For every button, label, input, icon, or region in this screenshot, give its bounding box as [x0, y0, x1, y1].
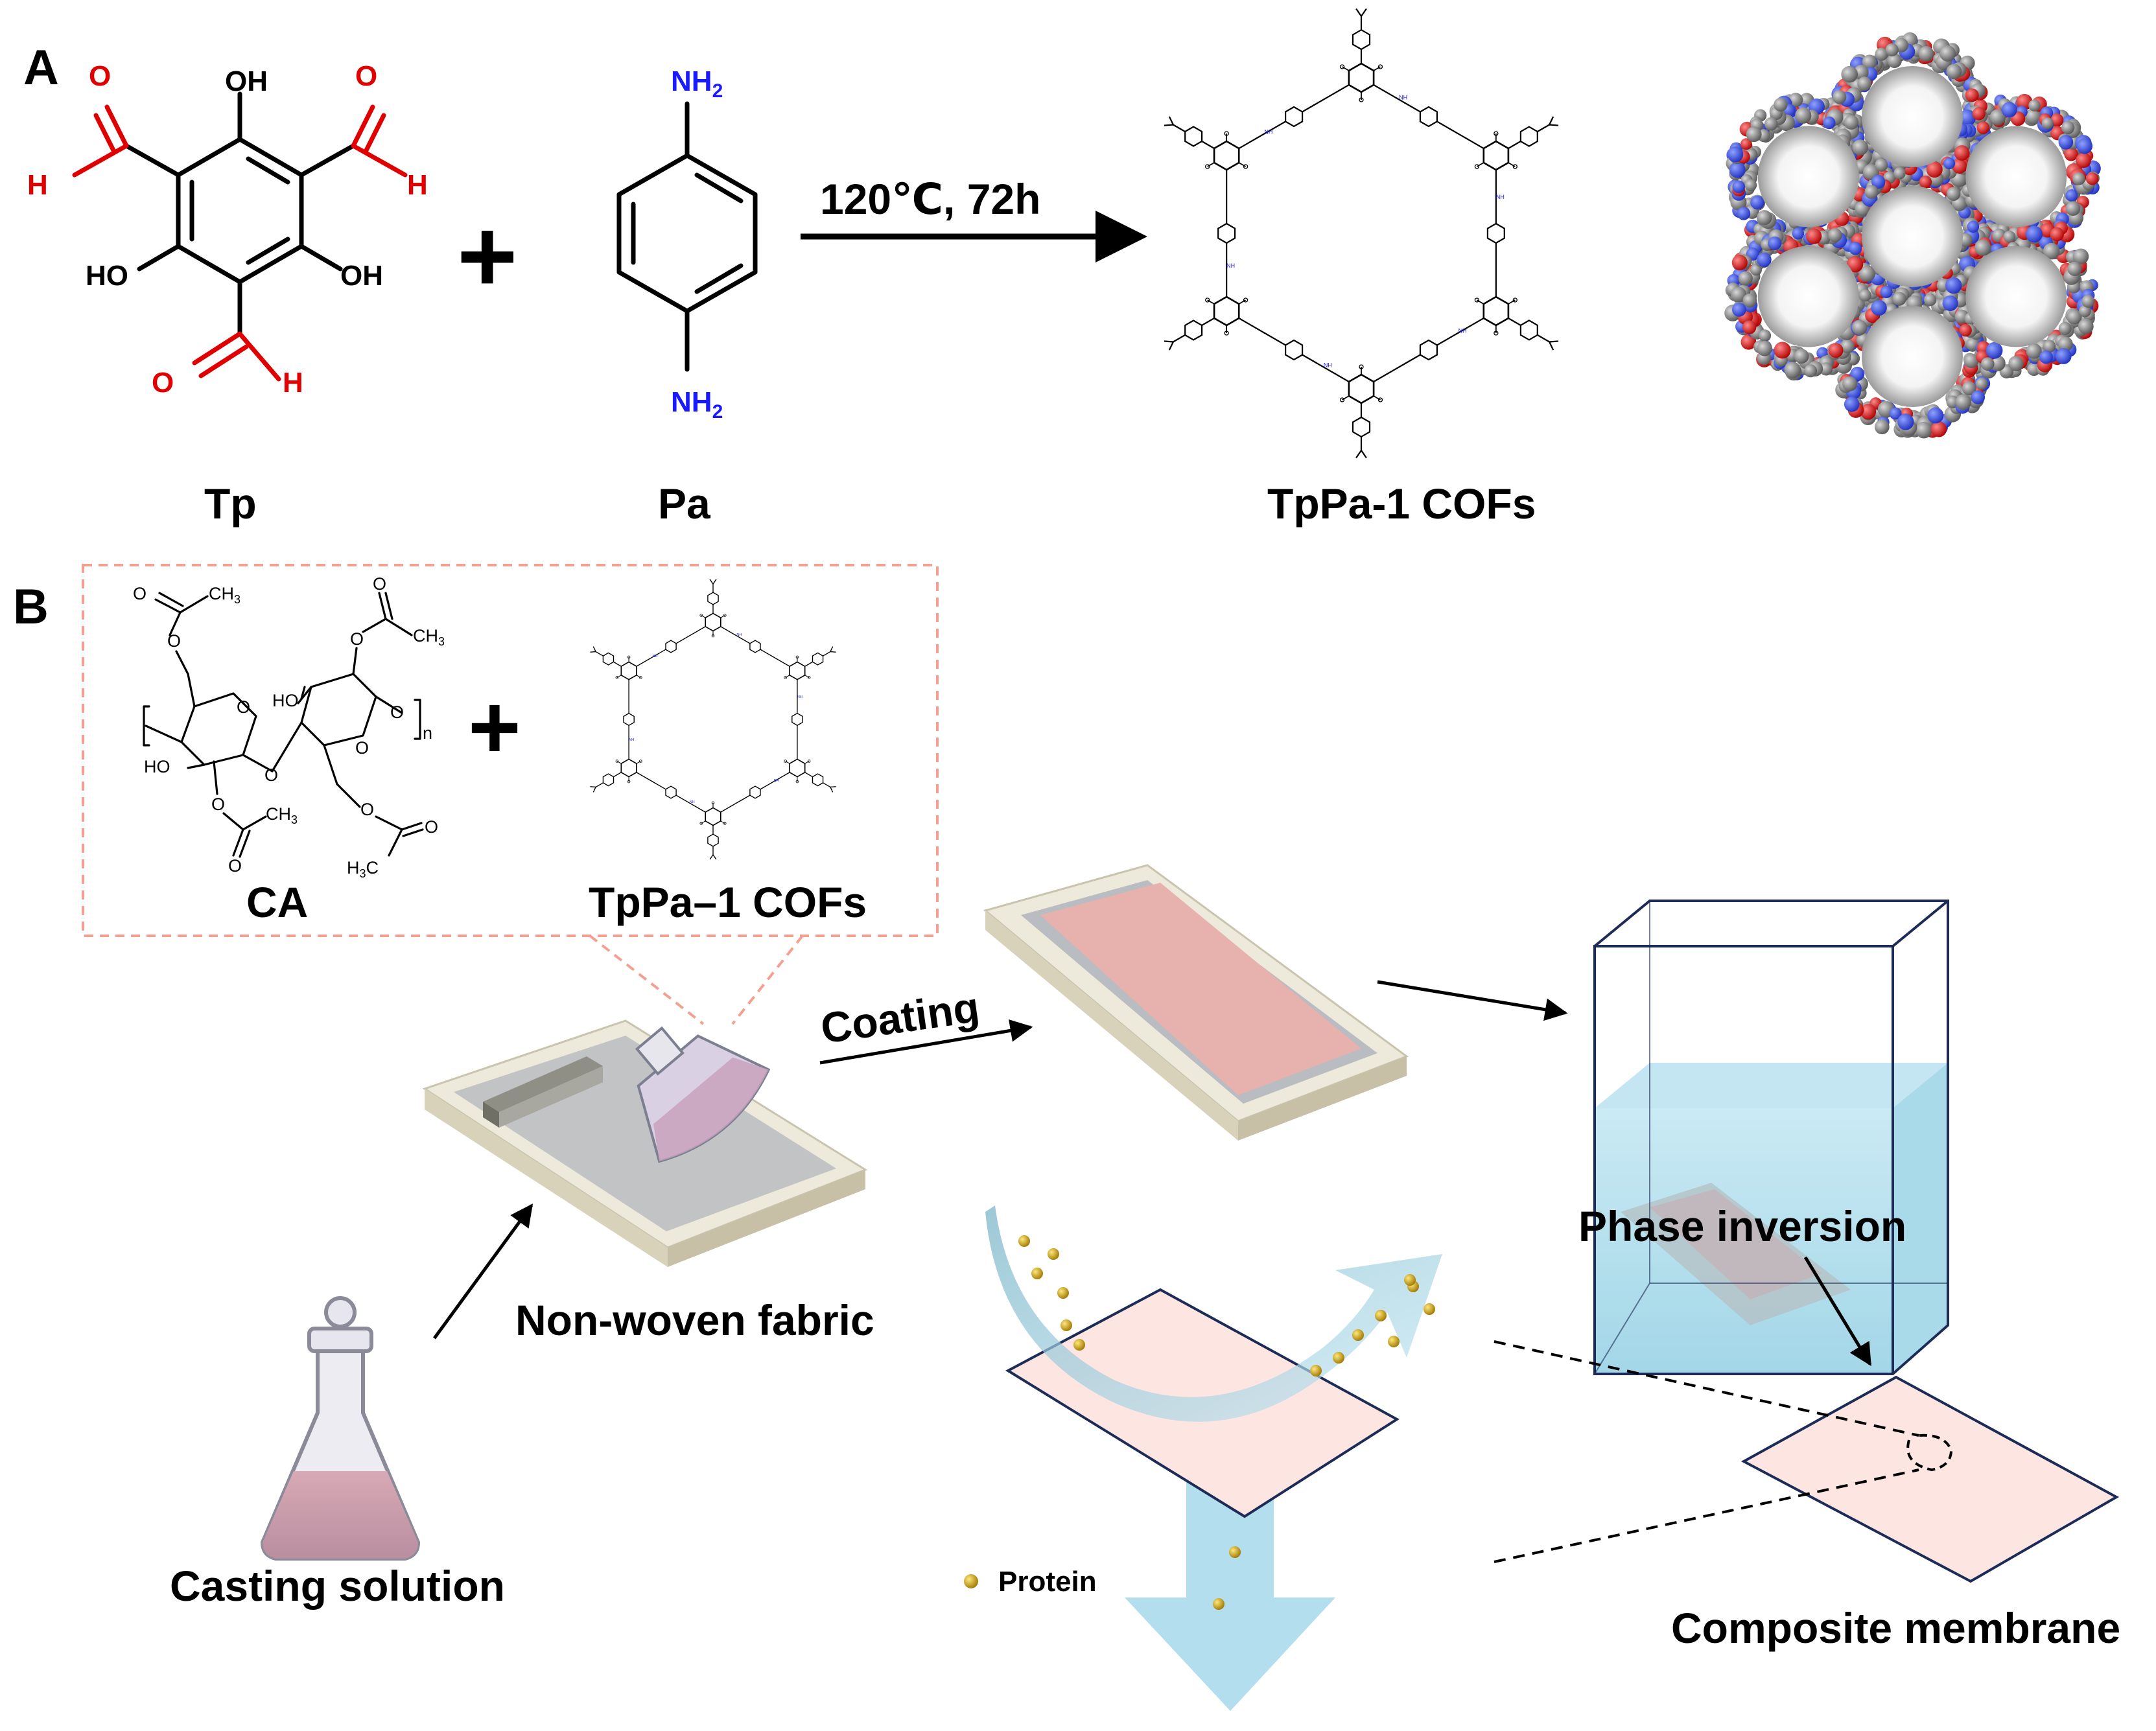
cof-3d-model	[1724, 32, 2101, 439]
cof-nh-label: NH	[629, 738, 634, 742]
ca-o-acetate4: O	[360, 800, 374, 819]
tppa-cof-structure: NH NH NH NH NH NH	[1164, 8, 1559, 459]
tppa-cof-label: TpPa-1 COFs	[1267, 480, 1536, 528]
ca-h3c: H3C	[347, 858, 379, 880]
arrow-coating	[819, 1019, 1033, 1065]
ca-ring-o-left: O	[237, 697, 250, 717]
tp-o-bottom: O	[152, 367, 174, 399]
casting-solution-flask	[260, 1296, 421, 1561]
inset-connector-right	[731, 935, 804, 1025]
ca-o-acetate3: O	[350, 629, 364, 649]
ca-o-acetate2: O	[211, 795, 225, 814]
reaction-condition: 120℃, 72h	[820, 175, 1040, 223]
ca-ho-right: HO	[272, 691, 299, 710]
tp-oh-top: OH	[225, 65, 268, 97]
ca-o-carbonyl2: O	[228, 856, 242, 876]
ca-ch3-1: CH3	[209, 584, 240, 606]
cof-nh-label: NH	[1324, 362, 1332, 368]
tp-h-right: H	[407, 169, 428, 201]
cof-nh-label: NH	[1496, 194, 1505, 200]
ca-o-carbonyl3: O	[373, 574, 386, 594]
pa-label: Pa	[658, 480, 711, 528]
tp-oh-right: OH	[340, 260, 383, 292]
tp-molecule: OH HO OH O H O H O H	[27, 60, 428, 399]
cof-nh-label: NH	[1399, 95, 1407, 101]
ca-o-carbonyl4: O	[425, 817, 438, 837]
ca-label: CA	[246, 878, 308, 926]
plus-b: +	[468, 676, 521, 778]
ca-structure: O O n O O O O CH3 HO O O CH3 HO	[133, 574, 445, 880]
arrow-casting-to-fabric	[432, 1203, 533, 1340]
arrow-to-phase-inversion	[1377, 980, 1568, 1021]
reaction-arrow	[801, 211, 1147, 262]
protein-legend-label: Protein	[998, 1566, 1097, 1597]
pa-nh2-bottom: NH2	[671, 386, 723, 423]
phase-inversion-label: Phase inversion	[1578, 1202, 1906, 1250]
coated-plate	[983, 864, 1409, 1141]
pa-molecule: NH2 NH2	[616, 65, 758, 423]
pa-nh2-top: NH2	[671, 65, 723, 102]
coating-label: Coating	[818, 982, 983, 1052]
cof-nh-label: NH	[652, 655, 657, 658]
tp-o-right: O	[355, 60, 377, 92]
ca-ch3-3: CH3	[413, 626, 445, 648]
tp-label: Tp	[204, 480, 257, 528]
panel-a-label: A	[23, 40, 59, 95]
tp-o-left: O	[89, 60, 111, 92]
plus-a: +	[457, 198, 517, 314]
inset-dashed-box	[82, 564, 939, 937]
panel-b-label: B	[13, 579, 49, 634]
ca-ch3-2: CH3	[266, 804, 298, 826]
ca-ring-o-right: O	[355, 738, 369, 758]
ca-ho-left: HO	[144, 757, 170, 776]
phase-inversion-tank	[1593, 900, 1949, 1375]
arrow-to-composite	[1803, 1256, 1872, 1366]
inset-connector-left	[589, 935, 705, 1025]
cof-nh-label: NH	[797, 695, 803, 699]
cof-nh-label: NH	[1226, 262, 1235, 269]
tppa-cof-label-b: TpPa–1 COFs	[589, 878, 867, 926]
ca-o-carbonyl1: O	[133, 584, 146, 603]
tp-ho-left: HO	[86, 260, 128, 292]
ca-o-link: O	[264, 765, 278, 785]
ca-n-subscript: n	[423, 723, 432, 743]
protein-legend-dot	[964, 1574, 978, 1588]
cof-nh-label: NH	[736, 633, 742, 637]
cof-nh-label: NH	[774, 779, 779, 783]
tppa-cof-structure-small: NH NH NH NH NH NH	[590, 579, 836, 860]
ca-o-chain: O	[390, 703, 404, 722]
ca-o-acetate1: O	[167, 631, 181, 651]
composite-label: Composite membrane	[1671, 1604, 2120, 1652]
composite-membrane	[1494, 1340, 2120, 1583]
tp-h-left: H	[27, 169, 48, 201]
cof-nh-label: NH	[1459, 328, 1467, 334]
cof-nh-label: NH	[1264, 128, 1272, 135]
tp-h-bottom: H	[283, 367, 303, 399]
fabric-label: Non-woven fabric	[515, 1296, 874, 1344]
cof-nh-label: NH	[690, 800, 695, 804]
filtration-diagram: Protein	[964, 1205, 1442, 1711]
casting-label: Casting solution	[170, 1562, 505, 1610]
non-woven-fabric-plate	[422, 1019, 868, 1267]
